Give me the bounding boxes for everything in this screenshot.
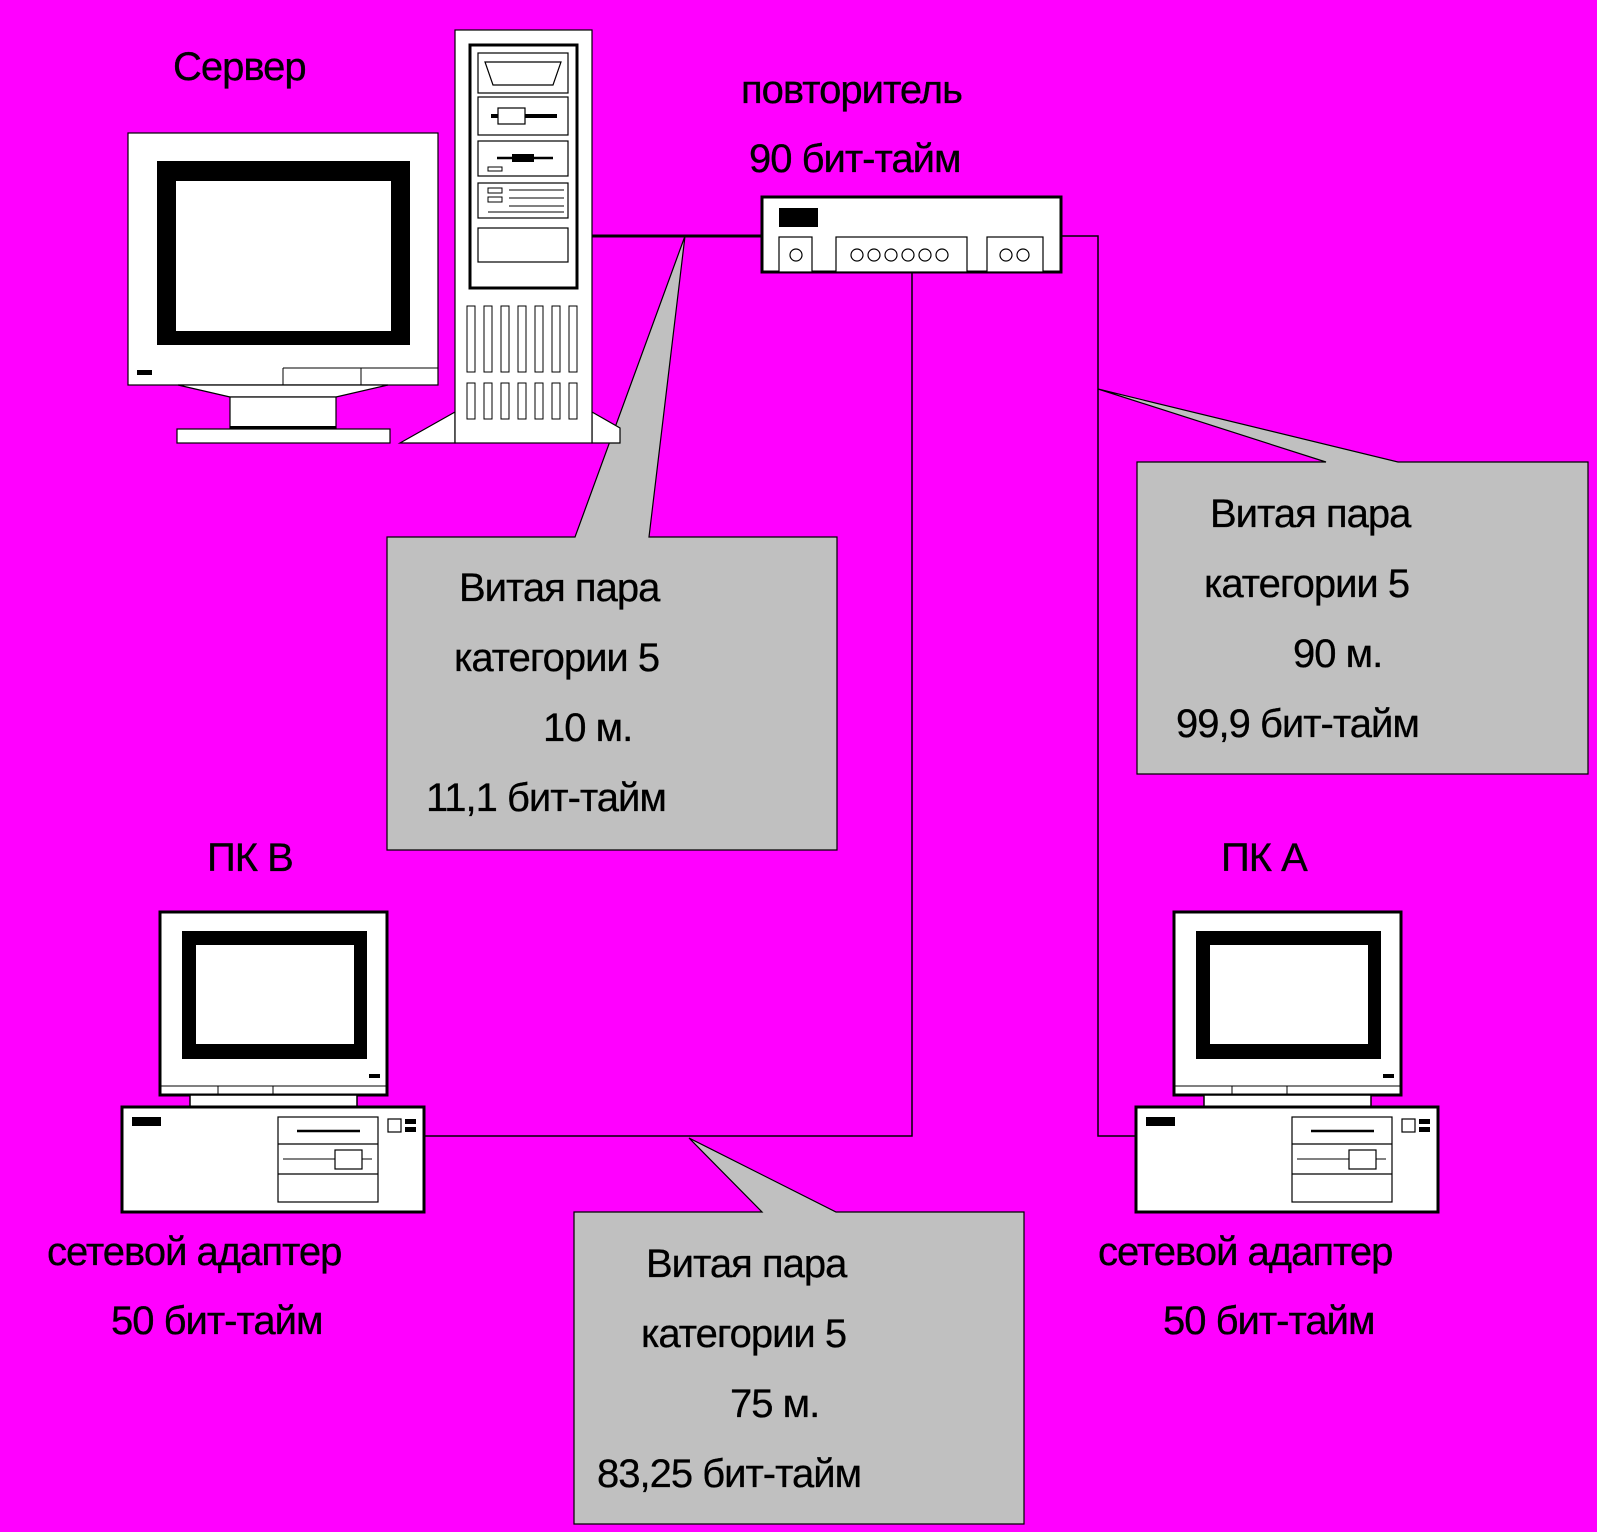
callout-pc-b-link-delay: 83,25 бит-тайм xyxy=(597,1452,861,1496)
callout-pc-a-link-length: 90 м. xyxy=(1293,632,1382,676)
server-workstation-icon xyxy=(127,29,621,444)
callout-pc-a-link: Витая пара категории 5 90 м. 99,9 бит-та… xyxy=(1097,388,1589,775)
labels: Сервер повторитель 90 бит-тайм ПК В ПК А… xyxy=(47,45,1394,1343)
repeater-title: повторитель xyxy=(741,68,962,112)
callout-pc-b-link-line1: Витая пара xyxy=(646,1242,848,1286)
pc-a-icon xyxy=(1134,910,1440,1214)
callout-pc-a-link-line1: Витая пара xyxy=(1210,492,1412,536)
server-title: Сервер xyxy=(173,45,306,89)
pc-b-adapter-delay: 50 бит-тайм xyxy=(111,1299,322,1343)
repeater-hub-icon xyxy=(760,195,1063,274)
repeater-delay: 90 бит-тайм xyxy=(749,137,960,181)
pc-a-adapter-delay: 50 бит-тайм xyxy=(1163,1299,1374,1343)
cable-repeater-pc-b xyxy=(424,272,913,1137)
pc-b-icon xyxy=(120,910,426,1214)
callout-server-link-line1: Витая пара xyxy=(459,566,661,610)
pc-a-adapter-name: сетевой адаптер xyxy=(1098,1230,1392,1274)
pc-a-title: ПК А xyxy=(1221,836,1308,880)
callout-pc-b-link: Витая пара категории 5 75 м. 83,25 бит-т… xyxy=(573,1137,1025,1525)
cable-repeater-pc-a xyxy=(1061,235,1136,1137)
cables xyxy=(424,234,1136,1137)
pc-b-title: ПК В xyxy=(207,836,293,880)
callout-pc-a-link-delay: 99,9 бит-тайм xyxy=(1176,702,1419,746)
callout-pc-b-link-line2: категории 5 xyxy=(641,1312,846,1356)
callout-server-link-length: 10 м. xyxy=(543,706,632,750)
callout-server-link-line2: категории 5 xyxy=(454,636,659,680)
callout-pc-a-link-line2: категории 5 xyxy=(1204,562,1409,606)
callout-server-link-delay: 11,1 бит-тайм xyxy=(426,776,666,820)
pc-b-adapter-name: сетевой адаптер xyxy=(47,1230,341,1274)
callout-server-link: Витая пара категории 5 10 м. 11,1 бит-та… xyxy=(386,235,838,851)
callout-pc-b-link-length: 75 м. xyxy=(730,1382,819,1426)
